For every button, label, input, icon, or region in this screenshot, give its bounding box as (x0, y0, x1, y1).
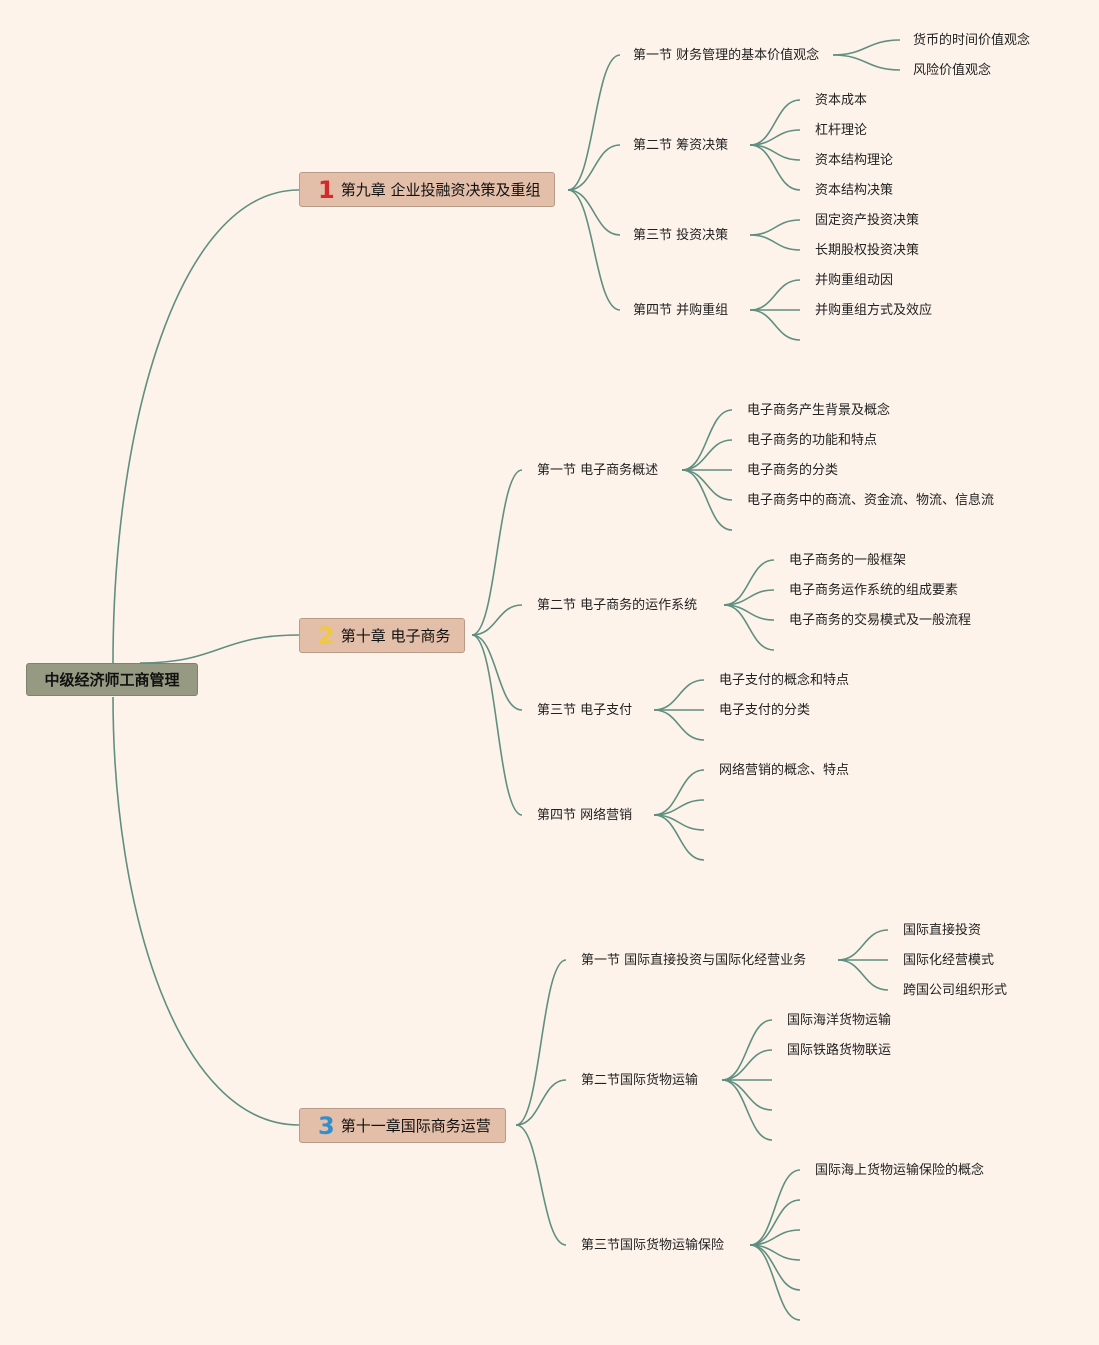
topic-node[interactable]: 国际直接投资 (903, 923, 982, 938)
chapter-connector (471, 604, 523, 636)
chapter-title: 第十一章国际商务运营 (340, 1117, 491, 1135)
topic-connector (832, 54, 901, 71)
topic-node[interactable]: 固定资产投资决策 (815, 213, 920, 228)
section-node[interactable]: 第四节 并购重组 (633, 303, 729, 318)
topic-node[interactable]: 电子商务中的商流、资金流、物流、信息流 (747, 493, 995, 508)
chapter-title: 第九章 企业投融资决策及重组 (340, 181, 541, 199)
chapter-connector (567, 189, 621, 236)
topic-node[interactable]: 并购重组方式及效应 (815, 303, 933, 318)
chapter-connector (515, 1124, 567, 1246)
chapter-number-badge: 2 (318, 621, 335, 650)
chapter-connector (567, 144, 621, 191)
chapter-connector (471, 634, 523, 816)
topic-node[interactable]: 电子支付的概念和特点 (719, 673, 850, 688)
chapter-node-11[interactable]: 3 第十一章国际商务运营 (299, 1108, 506, 1143)
section-node[interactable]: 第三节国际货物运输保险 (581, 1238, 725, 1253)
topic-connector (721, 1079, 773, 1111)
topic-connector (681, 409, 733, 471)
topic-connector (749, 1199, 801, 1246)
section-node[interactable]: 第四节 网络营销 (537, 808, 633, 823)
topic-node[interactable]: 并购重组动因 (815, 273, 894, 288)
topic-node[interactable]: 国际海洋货物运输 (787, 1013, 892, 1028)
chapter-connector (471, 469, 523, 636)
topic-connector (749, 99, 801, 146)
root-connector (139, 634, 300, 664)
chapter-node-9[interactable]: 1 第九章 企业投融资决策及重组 (299, 172, 556, 207)
topic-node[interactable]: 资本成本 (815, 93, 868, 108)
chapter-connector (515, 959, 567, 1126)
topic-connector (749, 309, 801, 341)
topic-node[interactable]: 电子商务的分类 (747, 463, 839, 478)
root-connector (112, 696, 300, 1126)
topic-connector (721, 1049, 773, 1081)
topic-connector (653, 679, 705, 711)
topic-connector (723, 559, 775, 606)
topic-connector (749, 219, 801, 236)
topic-node[interactable]: 国际铁路货物联运 (787, 1043, 892, 1058)
topic-connector (721, 1019, 773, 1081)
topic-node[interactable]: 电子商务运作系统的组成要素 (789, 583, 959, 598)
topic-connector (653, 709, 705, 741)
chapter-title: 第十章 电子商务 (340, 627, 451, 645)
chapter-connector (567, 189, 621, 311)
topic-connector (653, 814, 705, 861)
root-title: 中级经济师工商管理 (44, 670, 180, 689)
section-node[interactable]: 第一节 国际直接投资与国际化经营业务 (581, 953, 807, 968)
topic-connector (681, 439, 733, 471)
topic-connector (721, 1079, 773, 1141)
topic-node[interactable]: 长期股权投资决策 (815, 243, 920, 258)
section-node[interactable]: 第三节 电子支付 (537, 703, 633, 718)
chapter-number-badge: 1 (318, 175, 335, 204)
section-node[interactable]: 第二节 筹资决策 (633, 138, 729, 153)
topic-connector (749, 1169, 801, 1246)
root-connector (112, 189, 300, 664)
topic-node[interactable]: 电子商务的功能和特点 (747, 433, 878, 448)
topic-connector (681, 469, 733, 531)
topic-connector (749, 234, 801, 251)
section-node[interactable]: 第二节国际货物运输 (581, 1073, 699, 1088)
topic-node[interactable]: 资本结构理论 (815, 153, 894, 168)
chapter-connector (471, 634, 523, 711)
topic-node[interactable]: 网络营销的概念、特点 (719, 763, 850, 778)
section-node[interactable]: 第一节 电子商务概述 (537, 463, 659, 478)
topic-node[interactable]: 货币的时间价值观念 (913, 33, 1031, 48)
topic-connector (681, 469, 733, 501)
chapter-node-10[interactable]: 2 第十章 电子商务 (299, 618, 466, 653)
chapter-number-badge: 3 (318, 1111, 335, 1140)
topic-node[interactable]: 电子支付的分类 (719, 703, 811, 718)
topic-connector (749, 279, 801, 311)
section-node[interactable]: 第一节 财务管理的基本价值观念 (633, 48, 820, 63)
chapter-connector (515, 1079, 567, 1126)
topic-connector (832, 39, 901, 56)
topic-connector (749, 1244, 801, 1321)
topic-connector (723, 604, 775, 651)
chapter-connector (567, 54, 621, 191)
root-node[interactable]: 中级经济师工商管理 (26, 663, 198, 696)
topic-node[interactable]: 国际化经营模式 (903, 953, 995, 968)
topic-node[interactable]: 风险价值观念 (913, 63, 992, 78)
topic-connector (749, 144, 801, 191)
section-node[interactable]: 第三节 投资决策 (633, 228, 729, 243)
topic-node[interactable]: 电子商务的交易模式及一般流程 (789, 613, 972, 628)
section-node[interactable]: 第二节 电子商务的运作系统 (537, 598, 698, 613)
topic-connector (837, 959, 889, 991)
topic-node[interactable]: 杠杆理论 (815, 123, 868, 138)
topic-connector (837, 929, 889, 961)
topic-node[interactable]: 资本结构决策 (815, 183, 894, 198)
topic-node[interactable]: 电子商务的一般框架 (789, 553, 907, 568)
topic-node[interactable]: 电子商务产生背景及概念 (747, 403, 891, 418)
topic-node[interactable]: 跨国公司组织形式 (903, 983, 1008, 998)
topic-node[interactable]: 国际海上货物运输保险的概念 (815, 1163, 985, 1178)
topic-connector (653, 769, 705, 816)
